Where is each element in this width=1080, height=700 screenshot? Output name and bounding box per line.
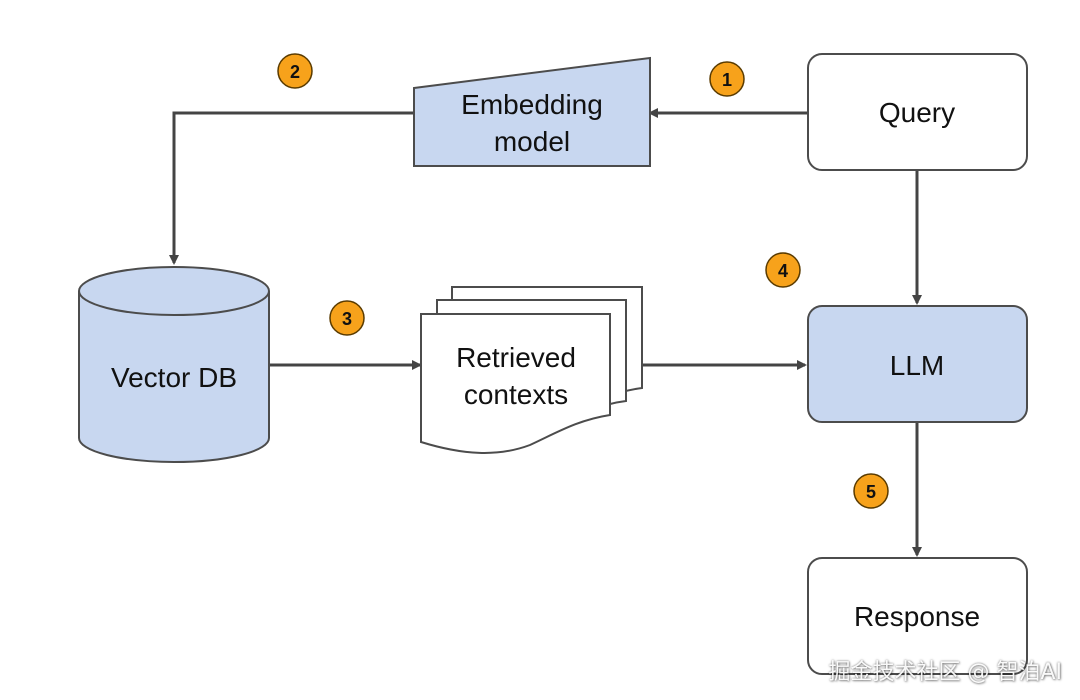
vector-db-cylinder-top [78, 266, 270, 316]
llm-node: LLM [807, 305, 1028, 423]
step-badge-5-label: 5 [866, 482, 876, 502]
step-badge-2-circle [277, 53, 313, 89]
retrieved-contexts-label-line-2: contexts [464, 379, 568, 410]
connectors [169, 108, 922, 557]
step-badge-4: 4 [765, 252, 801, 288]
query-box [807, 53, 1028, 171]
response-label: Response [854, 601, 980, 632]
embedding-model-label-line-2: model [494, 126, 570, 157]
step-badge-4-circle [765, 252, 801, 288]
query-node: Query [807, 53, 1028, 171]
step-badge-1-circle [709, 61, 745, 97]
step-badge-1: 1 [709, 61, 745, 97]
response-box [807, 557, 1028, 675]
query-label: Query [879, 97, 955, 128]
step-badge-2: 2 [277, 53, 313, 89]
step-badges: 1 2 3 4 5 [277, 53, 889, 509]
arrow-embedding-to-vectordb [169, 111, 416, 265]
response-node: Response [807, 557, 1028, 675]
llm-label: LLM [890, 350, 944, 381]
vector-db-cylinder-body [78, 291, 270, 463]
embedding-model-node: Embedding model [413, 56, 651, 167]
llm-box [807, 305, 1028, 423]
step-badge-3-label: 3 [342, 309, 352, 329]
retrieved-contexts-node: Retrieved contexts [420, 286, 643, 454]
step-badge-1-label: 1 [722, 70, 732, 90]
step-badge-4-label: 4 [778, 261, 788, 281]
vector-db-node: Vector DB [78, 266, 270, 463]
step-badge-3-circle [329, 300, 365, 336]
step-badge-2-label: 2 [290, 62, 300, 82]
step-badge-3: 3 [329, 300, 365, 336]
step-badge-5: 5 [853, 473, 889, 509]
retrieved-contexts-label-line-1: Retrieved [456, 342, 576, 373]
vector-db-label: Vector DB [111, 362, 237, 393]
retrieved-contexts-page-front [420, 313, 611, 454]
embedding-model-shape [413, 56, 651, 167]
step-badge-5-circle [853, 473, 889, 509]
embedding-model-label-line-1: Embedding [461, 89, 603, 120]
